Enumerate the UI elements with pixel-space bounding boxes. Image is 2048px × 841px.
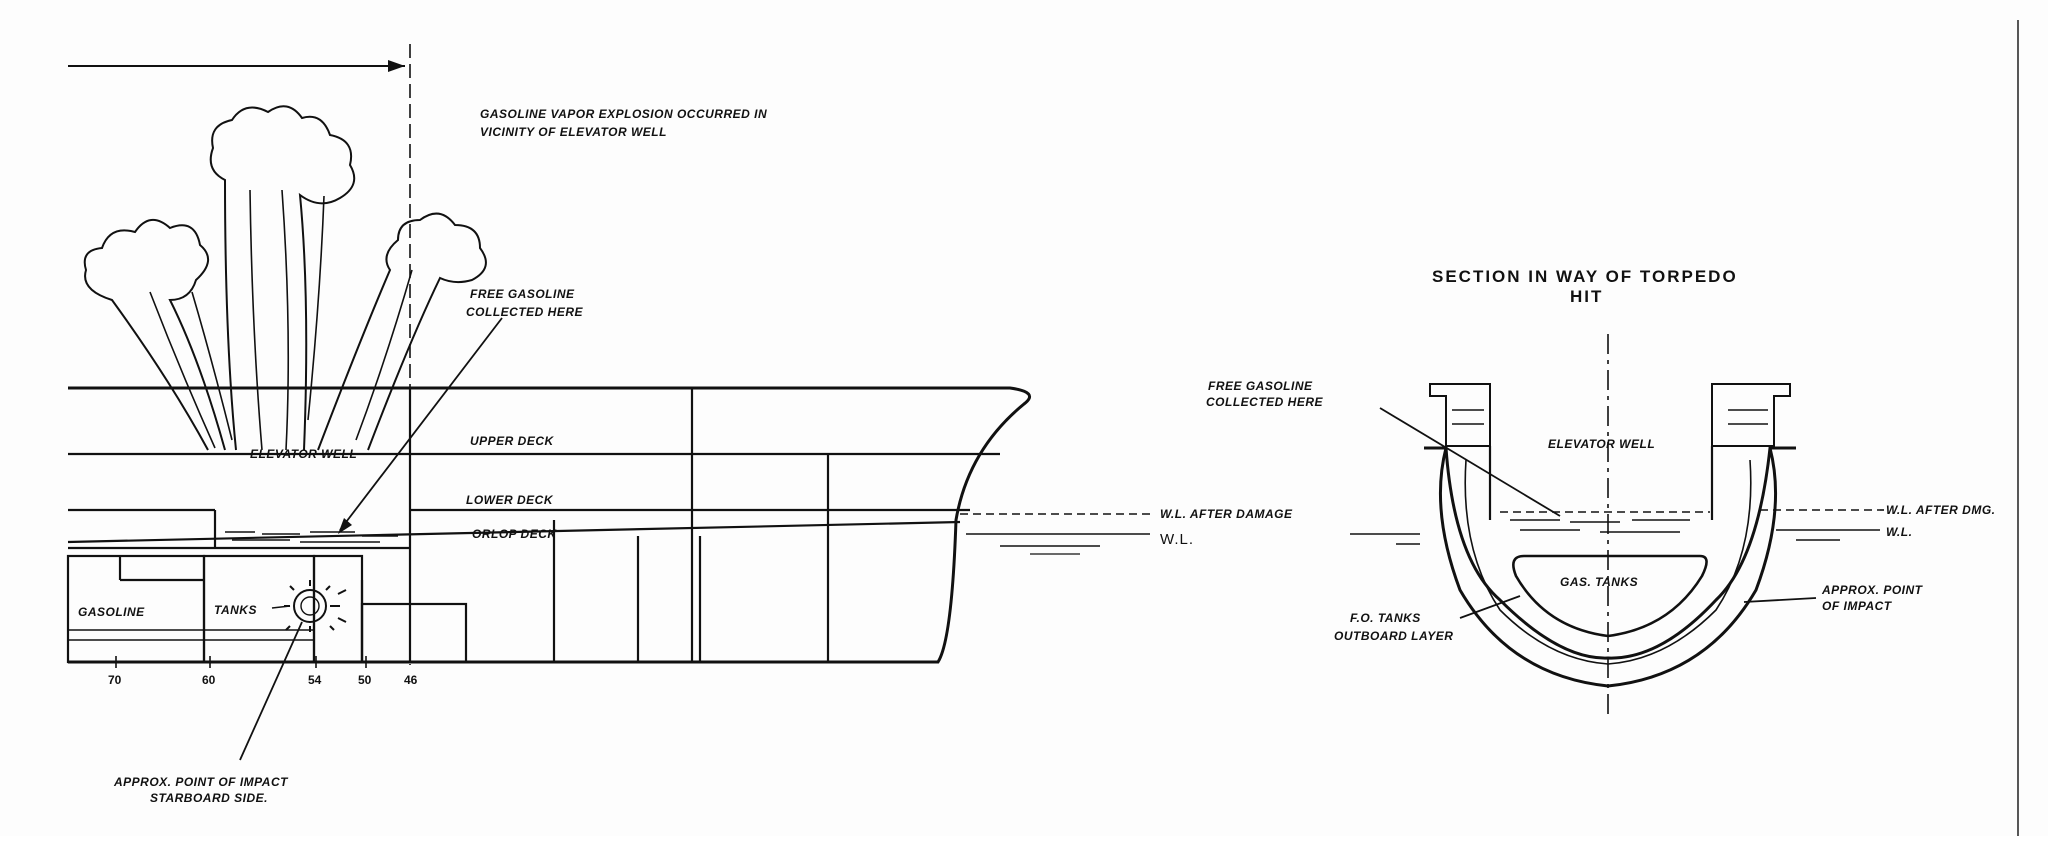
frame-number-50: 50 — [358, 673, 372, 687]
impact-label-line2: STARBOARD SIDE. — [150, 791, 268, 805]
section-elevator-well: ELEVATOR WELL — [1548, 437, 1655, 451]
profile-view — [66, 44, 1150, 761]
tank-compartment-3 — [312, 554, 364, 664]
section-gas-tanks-label: GAS. TANKS — [1560, 575, 1638, 589]
wl-after-damage-label: W.L. AFTER DAMAGE — [1160, 507, 1293, 521]
upper-deck-label: UPPER DECK — [470, 434, 555, 448]
section-inner-shell — [1464, 459, 1752, 665]
section-impact-line1: APPROX. POINT — [1821, 583, 1924, 597]
frame-number-60: 60 — [202, 673, 216, 687]
free-gasoline-label-line1: FREE GASOLINE — [470, 287, 575, 301]
section-title-line1: SECTION IN WAY OF TORPEDO — [1432, 267, 1738, 286]
section-view — [1350, 334, 1884, 716]
hull-outline — [68, 386, 1032, 664]
free-gasoline-arrowhead — [338, 518, 352, 534]
frame-number-70: 70 — [108, 673, 122, 687]
tanks-label: TANKS — [214, 603, 257, 617]
free-gasoline-leader — [339, 317, 503, 531]
section-title-line2: HIT — [1570, 287, 1603, 306]
section-gas-tanks — [1512, 554, 1708, 638]
orlop-deck-label: ORLOP DECK — [472, 527, 557, 541]
free-gasoline-label-line2: COLLECTED HERE — [466, 305, 584, 319]
free-gasoline-surface — [225, 531, 398, 543]
elevator-well-label: ELEVATOR WELL — [250, 447, 357, 461]
right-side-structure — [1711, 383, 1791, 447]
dimension-arrowhead — [388, 60, 405, 72]
fo-tanks-line2: OUTBOARD LAYER — [1334, 629, 1453, 643]
section-free-gas-leader — [1379, 407, 1561, 517]
section-wl-label: W.L. — [1886, 525, 1912, 539]
section-impact-line2: OF IMPACT — [1822, 599, 1893, 613]
profile-labels: GASOLINE VAPOR EXPLOSION OCCURRED IN VIC… — [78, 107, 1293, 805]
explosion-note-line2: VICINITY OF ELEVATOR WELL — [480, 125, 667, 139]
explosion-note-line1: GASOLINE VAPOR EXPLOSION OCCURRED IN — [480, 107, 767, 121]
section-free-gasoline — [1510, 519, 1690, 533]
tanks-pointer — [271, 605, 291, 609]
frame-number-46: 46 — [404, 673, 418, 687]
gasoline-label: GASOLINE — [78, 605, 145, 619]
explosion-plume — [83, 105, 487, 451]
impact-leader — [239, 621, 303, 761]
section-free-gas-line2: COLLECTED HERE — [1206, 395, 1324, 409]
fo-tanks-leader — [1459, 595, 1521, 619]
orlop-deck-line — [67, 520, 961, 544]
section-free-gas-line1: FREE GASOLINE — [1208, 379, 1313, 393]
frame-number-54: 54 — [308, 673, 322, 687]
machinery-space — [360, 602, 468, 664]
section-wl-after-damage-label: W.L. AFTER DMG. — [1886, 503, 1995, 517]
left-side-structure — [1429, 383, 1491, 447]
wl-label: W.L. — [1160, 531, 1194, 548]
lower-deck-label: LOWER DECK — [466, 493, 554, 507]
fo-tanks-line1: F.O. TANKS — [1350, 611, 1421, 625]
section-impact-leader — [1743, 597, 1817, 603]
section-outer-shell — [1438, 447, 1778, 688]
section-outer-hull — [1424, 446, 1796, 660]
section-labels: SECTION IN WAY OF TORPEDO HIT FREE GASOL… — [1206, 267, 1995, 643]
impact-label-line1: APPROX. POINT OF IMPACT — [113, 775, 289, 789]
